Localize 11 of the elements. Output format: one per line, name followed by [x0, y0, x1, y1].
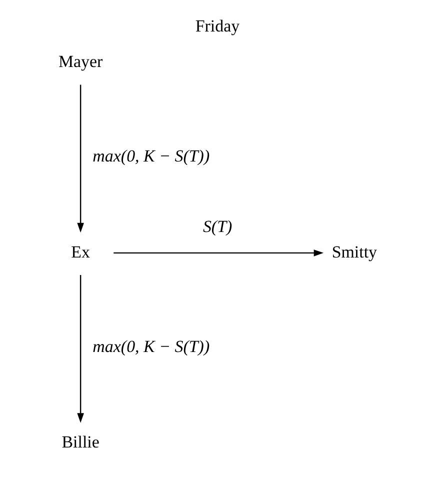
- node-text: Ex: [71, 242, 90, 262]
- edge-label: max(0, K − S(T)): [92, 146, 210, 166]
- arrow: [114, 250, 324, 256]
- node-text: Smitty: [332, 242, 378, 262]
- node-text: Mayer: [58, 52, 103, 72]
- diagram-title: Friday: [195, 16, 240, 36]
- node-text: Billie: [62, 432, 100, 452]
- arrow: [77, 84, 84, 233]
- edge-label: S(T): [202, 216, 232, 236]
- arrow: [77, 274, 84, 423]
- edge-label: max(0, K − S(T)): [92, 336, 210, 356]
